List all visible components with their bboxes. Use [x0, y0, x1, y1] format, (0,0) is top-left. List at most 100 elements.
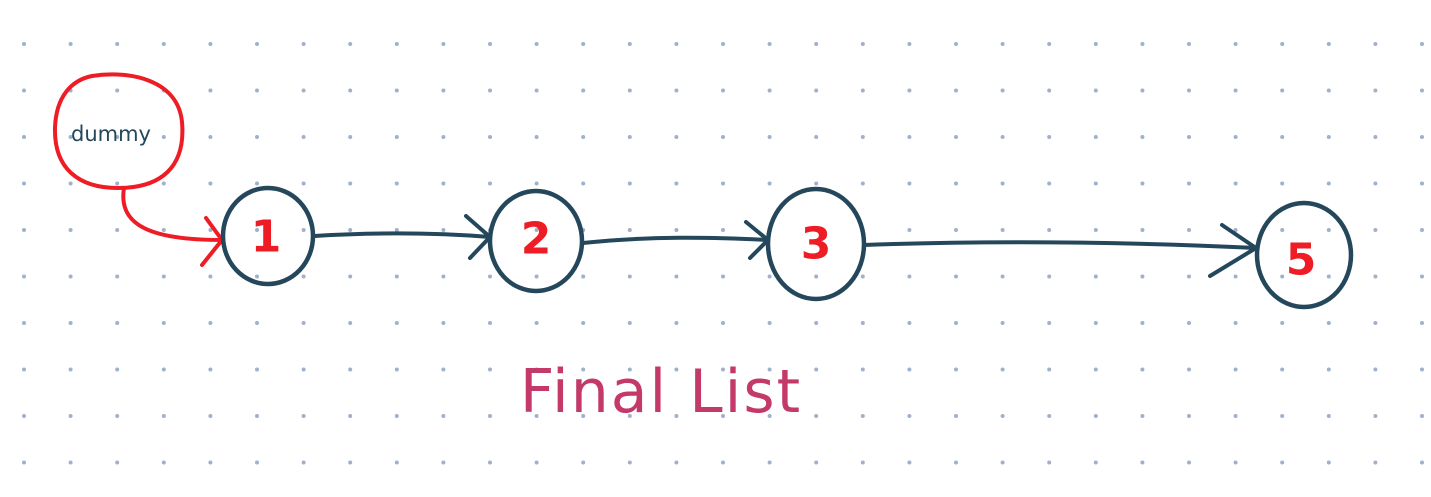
grid-dot	[1093, 321, 1098, 325]
grid-dot	[1140, 321, 1145, 325]
grid-dot	[1047, 414, 1052, 418]
grid-dot	[954, 88, 958, 93]
grid-dot	[301, 414, 306, 418]
grid-dot	[68, 414, 73, 418]
grid-dot	[674, 414, 679, 418]
grid-dot	[721, 181, 725, 186]
grid-dot	[721, 367, 725, 372]
grid-dot	[534, 135, 539, 139]
grid-dot	[767, 135, 772, 139]
grid-dot	[581, 42, 586, 46]
grid-dot	[534, 88, 539, 93]
grid-dot	[255, 460, 259, 465]
grid-dot	[954, 181, 958, 186]
grid-dot	[1140, 181, 1145, 186]
grid-dot	[860, 321, 865, 325]
grid-dot	[1187, 274, 1191, 279]
grid-dot	[1000, 414, 1005, 418]
list-node-2-circle	[487, 188, 585, 294]
grid-dot	[1187, 228, 1191, 232]
grid-dot	[22, 181, 26, 186]
grid-dot	[1280, 321, 1285, 325]
grid-dot	[767, 42, 772, 46]
grid-dot	[255, 367, 259, 372]
grid-dot	[68, 274, 73, 279]
grid-dot	[814, 274, 819, 279]
grid-dot	[1000, 88, 1005, 93]
grid-dot	[394, 367, 399, 372]
grid-dot	[255, 42, 259, 46]
grid-dot	[488, 181, 492, 186]
grid-dot	[1326, 88, 1331, 93]
grid-dot	[208, 321, 213, 325]
grid-dot	[627, 367, 632, 372]
grid-dot	[1420, 228, 1424, 232]
grid-dot	[22, 460, 26, 465]
grid-dot	[255, 321, 259, 325]
grid-dot	[1280, 42, 1285, 46]
grid-dot	[394, 88, 399, 93]
grid-dot	[860, 181, 865, 186]
grid-dot	[394, 460, 399, 465]
grid-dot	[534, 460, 539, 465]
grid-dot	[208, 42, 213, 46]
grid-dot	[907, 414, 912, 418]
grid-dot	[1420, 181, 1424, 186]
grid-dot	[348, 321, 353, 325]
grid-dot	[1047, 135, 1052, 139]
grid-dot	[488, 88, 492, 93]
grid-dot	[208, 135, 213, 139]
grid-dot	[534, 367, 539, 372]
grid-dot	[1140, 414, 1145, 418]
grid-dot	[1373, 181, 1378, 186]
grid-dot	[721, 414, 725, 418]
grid-dot	[1420, 321, 1424, 325]
grid-dot	[1280, 228, 1285, 232]
grid-dot	[907, 228, 912, 232]
grid-dot	[674, 367, 679, 372]
grid-dot	[208, 274, 213, 279]
grid-dot	[1326, 228, 1331, 232]
grid-dot	[394, 181, 399, 186]
grid-dot	[1280, 460, 1285, 465]
grid-dot	[348, 274, 353, 279]
grid-dot	[1326, 135, 1331, 139]
grid-dot	[627, 414, 632, 418]
grid-dot	[348, 181, 353, 186]
grid-dot	[1047, 181, 1052, 186]
list-node-2: 2	[487, 188, 585, 294]
list-node-2-label: 2	[521, 214, 552, 265]
grid-dot	[627, 181, 632, 186]
grid-dot	[581, 367, 586, 372]
grid-dot	[1093, 367, 1098, 372]
grid-dot	[161, 321, 166, 325]
grid-dot	[68, 460, 73, 465]
grid-dot	[581, 460, 586, 465]
grid-dot	[441, 228, 446, 232]
grid-dot	[814, 181, 819, 186]
grid-dot	[1187, 367, 1191, 372]
grid-dot	[767, 414, 772, 418]
grid-dot	[1187, 88, 1191, 93]
grid-dot	[348, 228, 353, 232]
grid-dot	[860, 414, 865, 418]
grid-dot	[441, 42, 446, 46]
grid-dot	[488, 460, 492, 465]
grid-dot	[68, 367, 73, 372]
grid-dot	[255, 414, 259, 418]
grid-dot	[488, 274, 492, 279]
grid-dot	[1420, 274, 1424, 279]
grid-dot	[488, 42, 492, 46]
grid-dot	[301, 181, 306, 186]
grid-dot	[860, 460, 865, 465]
grid-dot	[115, 460, 120, 465]
grid-dot	[348, 88, 353, 93]
grid-dot	[814, 42, 819, 46]
grid-dot	[161, 367, 166, 372]
grid-dot	[581, 274, 586, 279]
grid-dot	[627, 460, 632, 465]
grid-dot	[1000, 274, 1005, 279]
grid-dot	[1326, 274, 1331, 279]
grid-dot	[22, 367, 26, 372]
